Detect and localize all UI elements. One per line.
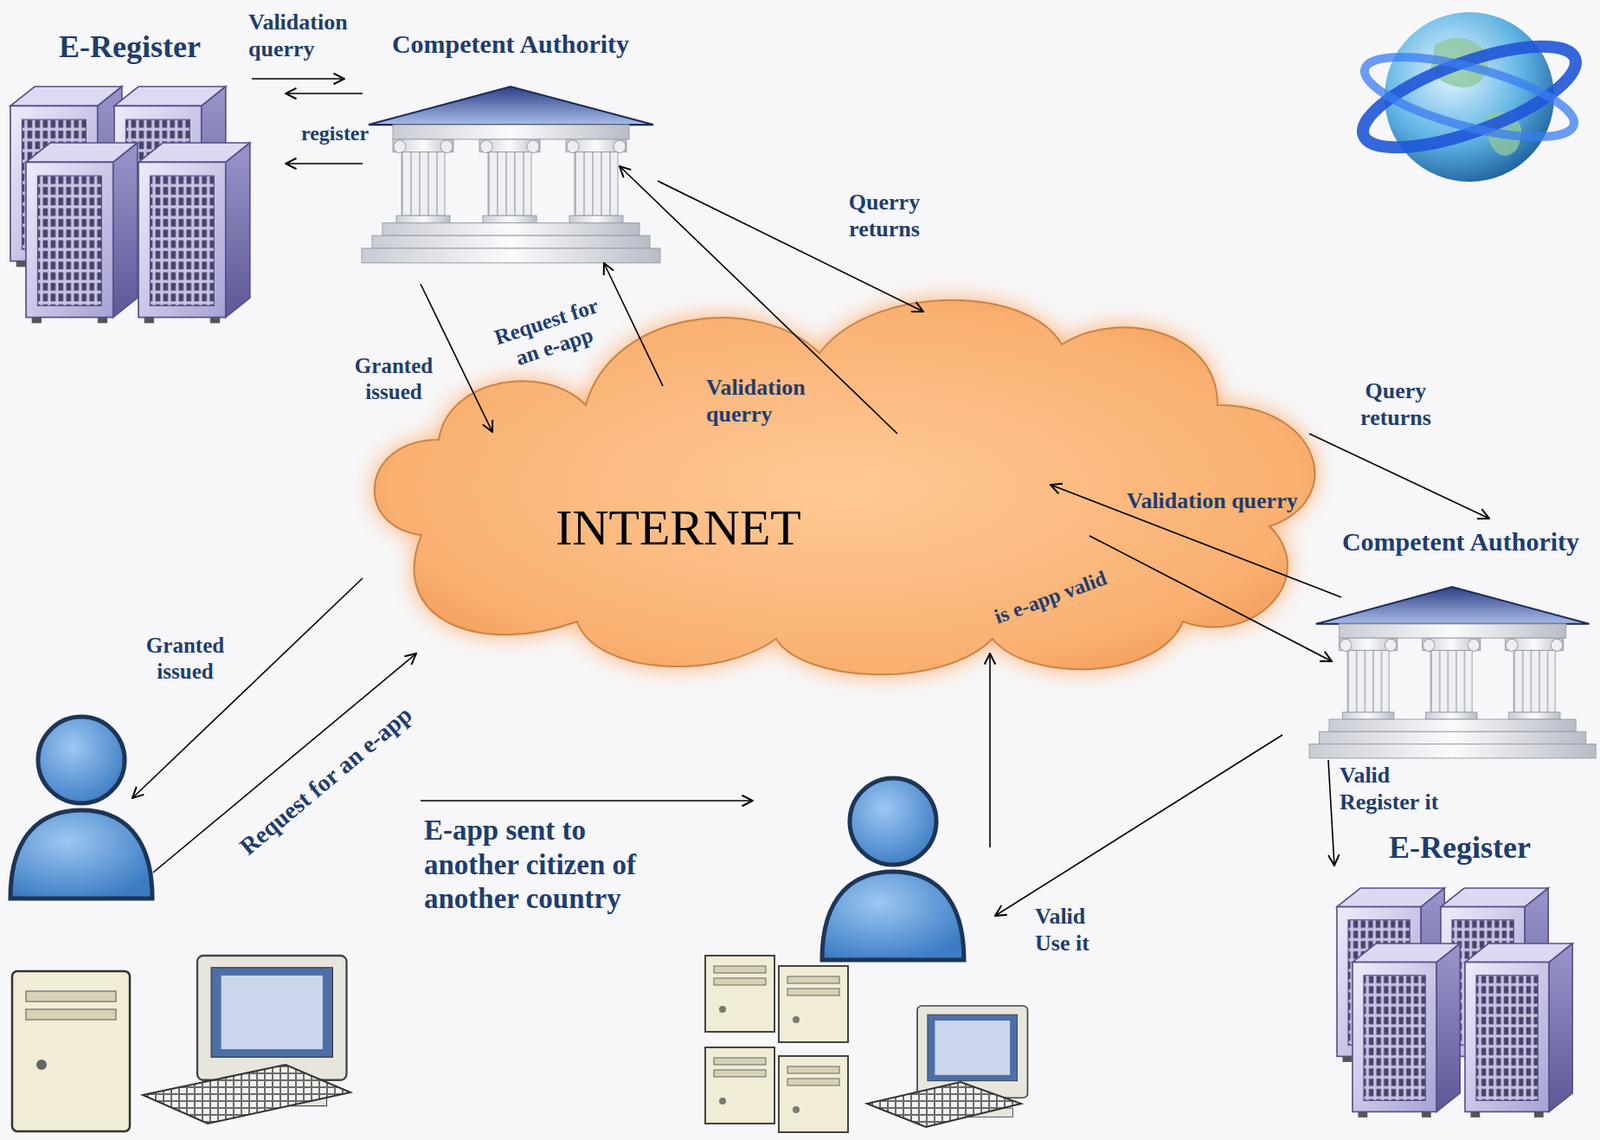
edge-label-holder: Granted issued: [346, 353, 442, 405]
edge-label: Querry returns: [832, 188, 937, 243]
register-title: E-Register: [58, 29, 201, 65]
edge-label: Validation querry: [1126, 487, 1298, 515]
edge-label-holder: Valid Register it: [1339, 761, 1470, 816]
arrow-connector: [251, 77, 345, 80]
edge-label: Request for an e-app: [480, 289, 620, 379]
flow-note: Request for an e-app: [234, 700, 418, 862]
competent-authority: Competent Authority: [1309, 523, 1597, 762]
edge-label: Valid Register it: [1339, 761, 1470, 816]
edge-label: Granted issued: [346, 353, 442, 405]
arrow-connector: [285, 162, 363, 165]
arrow-connector: [1309, 433, 1490, 519]
flow-note-holder: Request for an e-app: [234, 700, 418, 862]
arrow-connector: [1089, 535, 1332, 662]
edge-label: Validation querry: [248, 8, 379, 63]
flow-note: E-app sent to another citizen of another…: [424, 813, 684, 917]
edge-label: Query returns: [1343, 377, 1448, 431]
flow-note-holder: Valid Use it: [1034, 902, 1105, 957]
competent-authority: Competent Authority: [361, 25, 661, 269]
edge-label-holder: Querry returns: [832, 188, 937, 243]
e-register: E-Register: [1336, 826, 1588, 1134]
edge-label-holder: Validation querry: [248, 8, 379, 63]
flow-note: Granted issued: [137, 632, 233, 685]
authority-title: Competent Authority: [1342, 526, 1580, 558]
arrow-connector: [285, 92, 363, 95]
edge-label-holder: Request for an e-app: [480, 289, 620, 379]
flow-note-holder: Granted issued: [137, 632, 233, 685]
edge-label-holder: Validation querry: [1126, 487, 1298, 515]
e-register: E-Register: [10, 25, 270, 334]
cloud-title: INTERNET: [555, 499, 802, 558]
arrow-connector: [604, 263, 663, 386]
edge-label: register: [301, 121, 369, 147]
edge-label: Validation querry: [706, 373, 828, 428]
flow-note-holder: E-app sent to another citizen of another…: [424, 813, 684, 917]
edge-label-holder: Query returns: [1343, 377, 1448, 431]
arrow-connector: [1328, 759, 1335, 866]
flow-note: Valid Use it: [1034, 902, 1105, 957]
authority-title: Competent Authority: [391, 29, 630, 60]
edge-label-holder: register: [301, 121, 369, 147]
edge-label-holder: Validation querry: [706, 373, 828, 428]
register-title: E-Register: [1388, 829, 1531, 866]
